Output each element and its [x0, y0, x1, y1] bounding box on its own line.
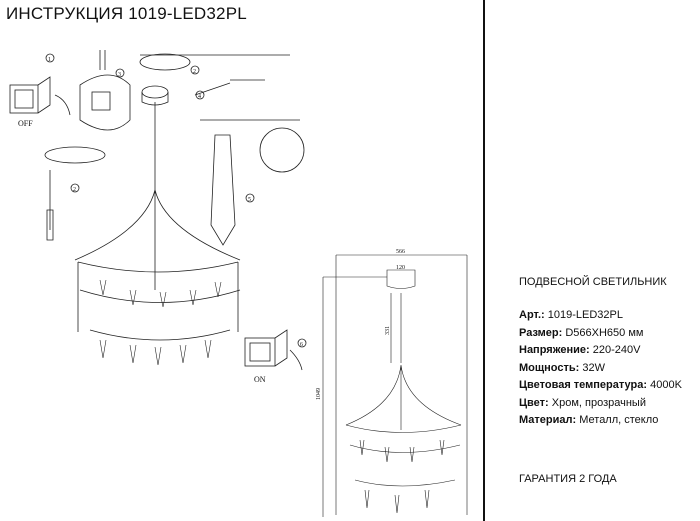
spec-row: Арт.: 1019-LED32PL [519, 309, 623, 321]
svg-text:2: 2 [73, 187, 76, 193]
svg-text:2: 2 [193, 69, 196, 75]
chandelier-illustration [74, 189, 241, 366]
warranty-text: ГАРАНТИЯ 2 ГОДА [519, 473, 617, 485]
page-title: ИНСТРУКЦИЯ 1019-LED32PL [6, 4, 247, 23]
spec-list: Арт.: 1019-LED32PL Размер: D566XH650 мм … [519, 307, 682, 430]
rod-dimension: 331 [385, 326, 391, 335]
canopy-illustration: 3 2 4 [115, 53, 290, 190]
svg-text:1: 1 [48, 57, 51, 63]
height-dimension: 1049 [316, 388, 322, 400]
column-divider [483, 0, 485, 521]
switch-off-illustration: OFF 1 [9, 53, 71, 128]
svg-text:6: 6 [300, 342, 303, 348]
spec-row: Цвет: Хром, прозрачный [519, 396, 646, 409]
product-type: ПОДВЕСНОЙ СВЕТИЛЬНИК [519, 276, 667, 288]
svg-text:3: 3 [118, 72, 121, 78]
svg-text:4: 4 [198, 94, 201, 100]
spec-row: Цветовая температура: 4000K [519, 379, 682, 391]
width-dimension: 566 [396, 249, 405, 255]
mounting-ring-illustration: 2 [44, 146, 106, 241]
spec-row: Мощность: 32W [519, 361, 605, 374]
on-label: ON [254, 375, 266, 384]
spec-row: Материал: Металл, стекло [519, 414, 659, 426]
svg-text:5: 5 [248, 197, 251, 203]
dimension-drawing: 566 120 1049 331 [316, 249, 468, 517]
crystal-illustration: 5 [200, 119, 305, 246]
spec-row: Напряжение: 220-240V [519, 344, 641, 356]
switch-on-illustration: ON 6 [244, 329, 307, 384]
wiring-detail [79, 50, 131, 131]
spec-row: Размер: D566XH650 мм [519, 326, 644, 339]
canopy-dimension: 120 [396, 265, 405, 271]
off-label: OFF [18, 119, 33, 128]
installation-diagram: OFF 1 3 2 4 2 [9, 50, 468, 517]
